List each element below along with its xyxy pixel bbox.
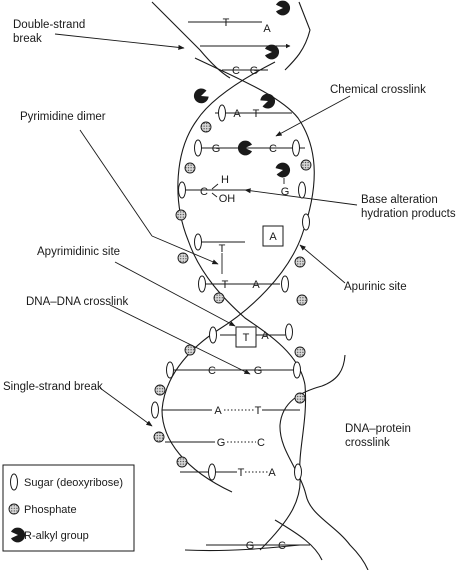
strand-bottom-left (184, 544, 301, 552)
base-letters: T A C G A T G C G H C OH T T A A T A C G… (200, 17, 289, 552)
svg-text:A: A (233, 108, 241, 120)
svg-text:T: T (223, 17, 230, 29)
svg-text:A: A (252, 279, 260, 291)
svg-text:H: H (221, 174, 229, 186)
callout-labels: Double-strand break Chemical crosslink P… (3, 19, 456, 449)
svg-text:T: T (222, 279, 229, 291)
strand-a-lower (161, 409, 233, 493)
label-chemical-crosslink: Chemical crosslink (330, 84, 426, 96)
svg-text:G: G (254, 365, 263, 377)
legend-sugar-label: Sugar (deoxyribose) (24, 477, 123, 489)
svg-text:G: G (246, 540, 255, 552)
legend-alkyl-label: R-alkyl group (24, 530, 89, 542)
strand-bottom-right (274, 519, 323, 561)
label-pyrimidine-dimer: Pyrimidine dimer (20, 111, 106, 123)
svg-text:T: T (255, 405, 262, 417)
svg-text:A: A (214, 405, 222, 417)
leader-lines (54, 33, 358, 427)
apurinic-box (262, 225, 284, 247)
svg-text:T: T (253, 108, 260, 120)
label-apurinic-site: Apurinic site (344, 281, 407, 293)
base-pairs (162, 21, 310, 546)
svg-text:OH: OH (219, 193, 236, 205)
protein-chain (279, 354, 369, 570)
svg-text:G: G (250, 65, 259, 77)
svg-text:C: C (208, 365, 216, 377)
strand-top-right (284, 1, 311, 71)
sugar-units (151, 104, 310, 481)
svg-text:G: G (212, 143, 221, 155)
svg-text:C: C (257, 437, 265, 449)
svg-text:T: T (238, 467, 245, 479)
svg-text:C: C (200, 186, 208, 198)
label-dna-dna-crosslink: DNA–DNA crosslink (26, 296, 128, 308)
svg-text:C: C (278, 540, 286, 552)
label-double-strand-break: Double-strand break (13, 19, 88, 45)
label-base-alteration: Base alteration hydration products (361, 194, 456, 220)
crosslink-box (235, 326, 257, 348)
svg-text:A: A (261, 330, 269, 342)
svg-text:C: C (232, 65, 240, 77)
strand-top-left (151, 1, 231, 79)
svg-text:T: T (243, 332, 250, 344)
legend-phosphate-label: Phosphate (24, 504, 77, 516)
sugar-legend-icon (10, 473, 18, 491)
svg-text:G: G (217, 437, 226, 449)
svg-text:C: C (269, 143, 277, 155)
label-single-strand-break: Single-strand break (3, 381, 103, 393)
label-dna-protein-crosslink: DNA–protein crosslink (345, 423, 414, 449)
label-apyrimidinic-site: Apyrimidinic site (37, 246, 120, 258)
phosphate-legend-icon (8, 503, 20, 515)
legend: Sugar (deoxyribose) Phosphate R-alkyl gr… (2, 464, 135, 552)
phosphate-units (153, 121, 312, 468)
strand-b-upper (177, 61, 306, 386)
svg-text:A: A (263, 23, 271, 35)
svg-text:A: A (268, 467, 276, 479)
svg-text:G: G (281, 186, 290, 198)
svg-text:A: A (269, 231, 277, 243)
svg-text:T: T (219, 243, 226, 255)
